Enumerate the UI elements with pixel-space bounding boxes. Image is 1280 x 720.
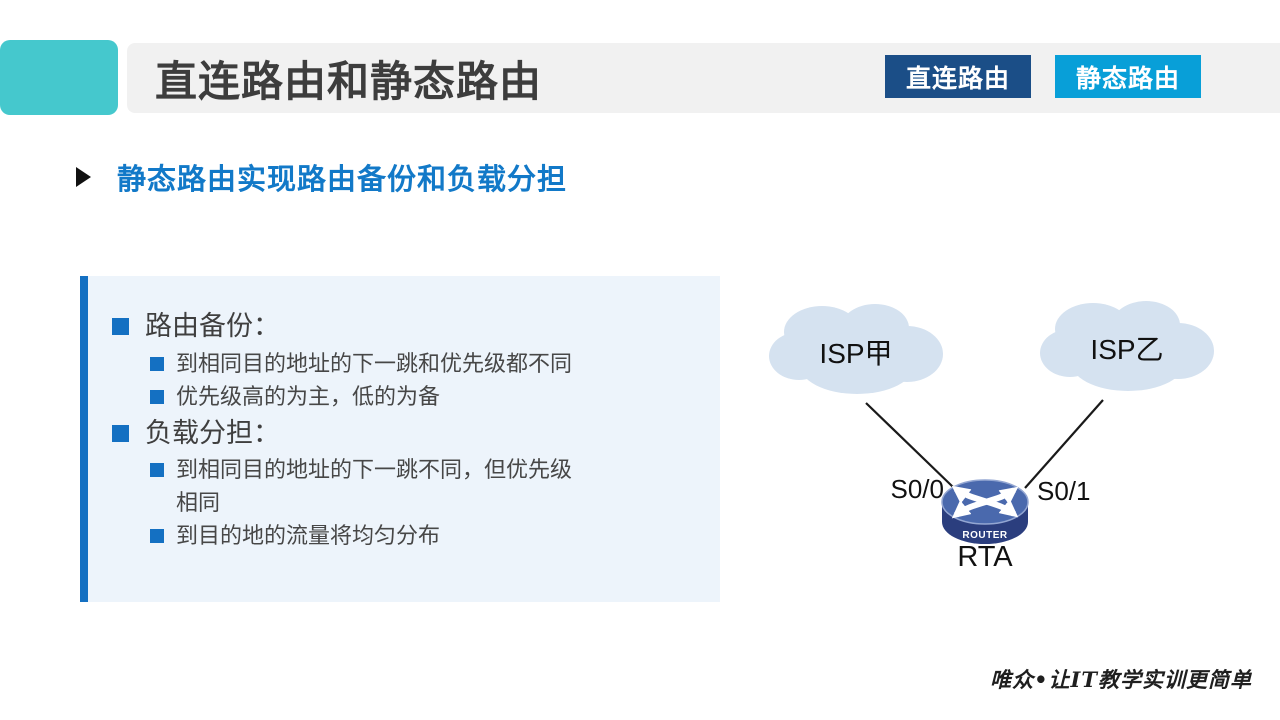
sub-list: 到相同目的地址的下一跳和优先级都不同 优先级高的为主，低的为备 xyxy=(150,347,720,413)
list-item-text: 优先级高的为主，低的为备 xyxy=(176,383,441,409)
tab-direct-route[interactable]: 直连路由 xyxy=(885,55,1031,98)
tab-static-route[interactable]: 静态路由 xyxy=(1055,55,1201,98)
network-topology-diagram: ROUTER ISP甲 ISP乙 S0/0 S0/1 RTA xyxy=(740,290,1240,590)
sub-list: 到相同目的地址的下一跳不同，但优先级相同 到目的地的流量将均匀分布 xyxy=(150,453,720,552)
router-icon: ROUTER xyxy=(941,479,1029,544)
section-title-row: 负载分担： xyxy=(112,413,720,454)
headline-text: 静态路由实现路由备份和负载分担 xyxy=(117,164,568,196)
section-title-row: 路由备份： xyxy=(112,306,720,347)
link-line-right xyxy=(1024,399,1104,489)
header-accent-block xyxy=(0,40,118,115)
link-line-left xyxy=(865,402,954,488)
section-title: 负载分担： xyxy=(145,417,280,448)
list-item-text: 到相同目的地址的下一跳不同，但优先级相同 xyxy=(176,457,573,515)
square-bullet-icon xyxy=(112,318,129,335)
list-item: 到相同目的地址的下一跳和优先级都不同 xyxy=(150,347,720,380)
square-bullet-icon xyxy=(150,463,164,477)
watermark-text: 唯众•让IT教学实训更简单 xyxy=(990,667,1252,692)
triangle-bullet-icon xyxy=(76,167,91,187)
list-item-text: 到目的地的流量将均匀分布 xyxy=(176,523,441,548)
page-title: 直连路由和静态路由 xyxy=(155,57,543,105)
square-bullet-icon xyxy=(112,424,129,442)
cloud-label-isp-a: ISP甲 xyxy=(819,338,893,369)
list-item: 到目的地的流量将均匀分布 xyxy=(150,519,720,552)
list-item: 优先级高的为主，低的为备 xyxy=(150,380,720,413)
content-box: 路由备份： 到相同目的地址的下一跳和优先级都不同 优先级高的为主，低的为备 负载… xyxy=(88,276,720,602)
section-title: 路由备份： xyxy=(145,311,280,341)
headline: 静态路由实现路由备份和负载分担 xyxy=(76,156,567,198)
router-icon-text: ROUTER xyxy=(962,530,1008,541)
cloud-label-isp-b: ISP乙 xyxy=(1090,334,1164,365)
interface-label-s0-0: S0/0 xyxy=(890,474,945,504)
cloud-shape-right xyxy=(1040,301,1214,391)
list-item: 到相同目的地址的下一跳不同，但优先级相同 xyxy=(150,453,720,519)
square-bullet-icon xyxy=(150,529,164,543)
interface-label-s0-1: S0/1 xyxy=(1037,476,1091,506)
content-accent-bar xyxy=(80,276,88,602)
square-bullet-icon xyxy=(150,356,164,371)
list-item-text: 到相同目的地址的下一跳和优先级都不同 xyxy=(176,350,573,376)
topology-svg: ROUTER xyxy=(769,301,1214,544)
router-name-label: RTA xyxy=(957,541,1013,573)
cloud-shape-left xyxy=(769,304,943,394)
square-bullet-icon xyxy=(150,389,164,404)
